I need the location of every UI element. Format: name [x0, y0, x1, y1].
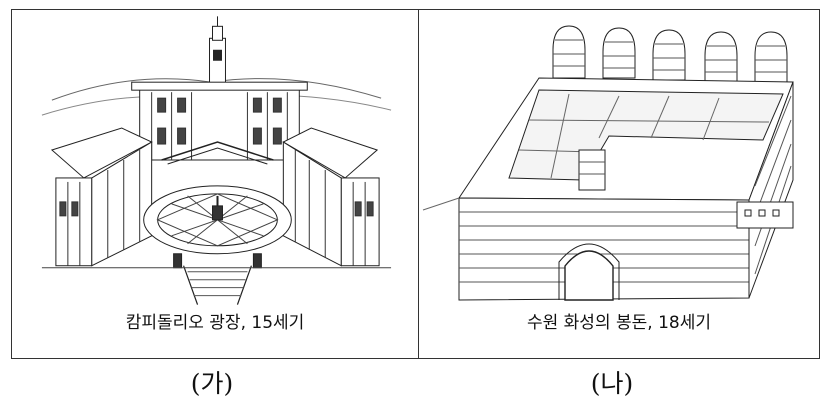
figure-table: 캄피돌리오 광장, 15세기	[11, 9, 820, 359]
figure-caption: 캄피돌리오 광장, 15세기	[125, 313, 305, 333]
figure-label: (가)	[190, 369, 234, 398]
hwaseong-bongdon-drawing-icon	[422, 25, 794, 301]
figure-cell-campidoglio: 캄피돌리오 광장, 15세기	[12, 10, 419, 358]
figure-cell-hwaseong: 수원 화성의 봉돈, 18세기	[419, 10, 819, 358]
figure-caption: 수원 화성의 봉돈, 18세기	[526, 313, 711, 333]
figure-label: (나)	[590, 369, 634, 398]
campidoglio-square-drawing-icon	[41, 16, 392, 305]
